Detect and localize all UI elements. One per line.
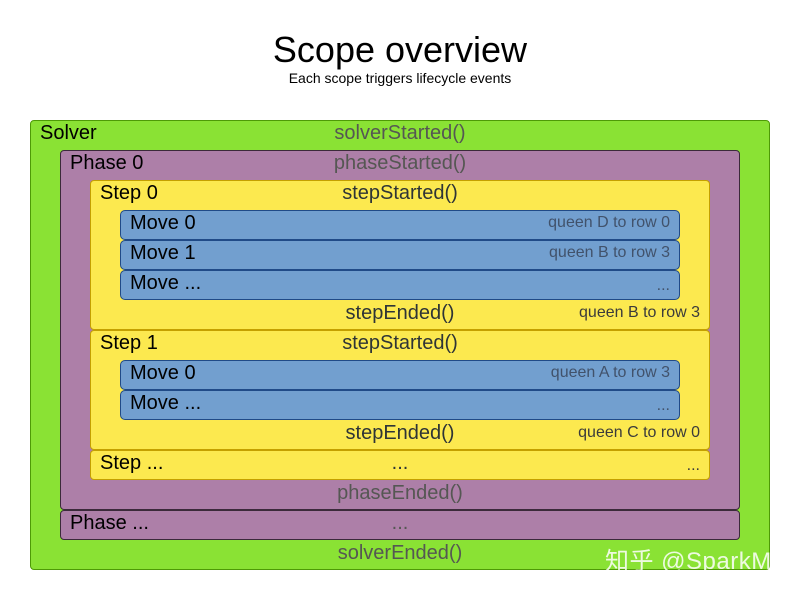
step-more-event: ... — [391, 452, 409, 474]
step-1-move-more — [120, 390, 680, 420]
phase-started-event: phaseStarted() — [333, 152, 467, 174]
step-1-label: Step 1 — [100, 332, 158, 354]
phase-more-label: Phase ... — [70, 512, 149, 534]
step-0-move-more-label: Move ... — [130, 272, 202, 294]
step-more-label: Step ... — [100, 452, 164, 474]
step-1-started-event: stepStarted() — [342, 332, 458, 354]
solver-label: Solver — [40, 122, 97, 144]
step-0-move-more-note: ... — [656, 277, 670, 294]
diagram-title: Scope overview — [272, 29, 528, 70]
phase-ended-event: phaseEnded() — [337, 482, 463, 504]
step-0-ended-event: stepEnded() — [345, 302, 455, 324]
phase-more-scope — [60, 510, 740, 540]
phase-more-event: ... — [391, 512, 409, 534]
step-0-move-1-label: Move 1 — [130, 242, 196, 264]
step-0-move-more — [120, 270, 680, 300]
step-1-move-0 — [120, 360, 680, 390]
solver-started-event: solverStarted() — [334, 122, 466, 144]
watermark: 知乎 @SparkML — [605, 548, 786, 575]
step-0-move-0 — [120, 210, 680, 240]
step-more-result: ... — [686, 457, 700, 474]
phase-0-label: Phase 0 — [70, 152, 144, 174]
solver-ended-event: solverEnded() — [337, 542, 463, 564]
step-0-move-0-label: Move 0 — [130, 212, 196, 234]
step-0-started-event: stepStarted() — [342, 182, 458, 204]
diagram-subtitle: Each scope triggers lifecycle events — [288, 70, 512, 86]
step-1-move-0-label: Move 0 — [130, 362, 196, 384]
step-0-move-0-note: queen D to row 0 — [548, 214, 670, 231]
step-0-move-1-note: queen B to row 3 — [549, 244, 670, 261]
step-1-move-0-note: queen A to row 3 — [550, 364, 670, 381]
step-1-move-more-note: ... — [656, 397, 670, 414]
step-more-scope — [90, 450, 710, 480]
step-1-result: queen C to row 0 — [578, 424, 700, 441]
step-1-ended-event: stepEnded() — [345, 422, 455, 444]
step-0-move-1 — [120, 240, 680, 270]
step-1-move-more-label: Move ... — [130, 392, 202, 414]
step-0-result: queen B to row 3 — [579, 304, 700, 321]
step-0-label: Step 0 — [100, 182, 158, 204]
